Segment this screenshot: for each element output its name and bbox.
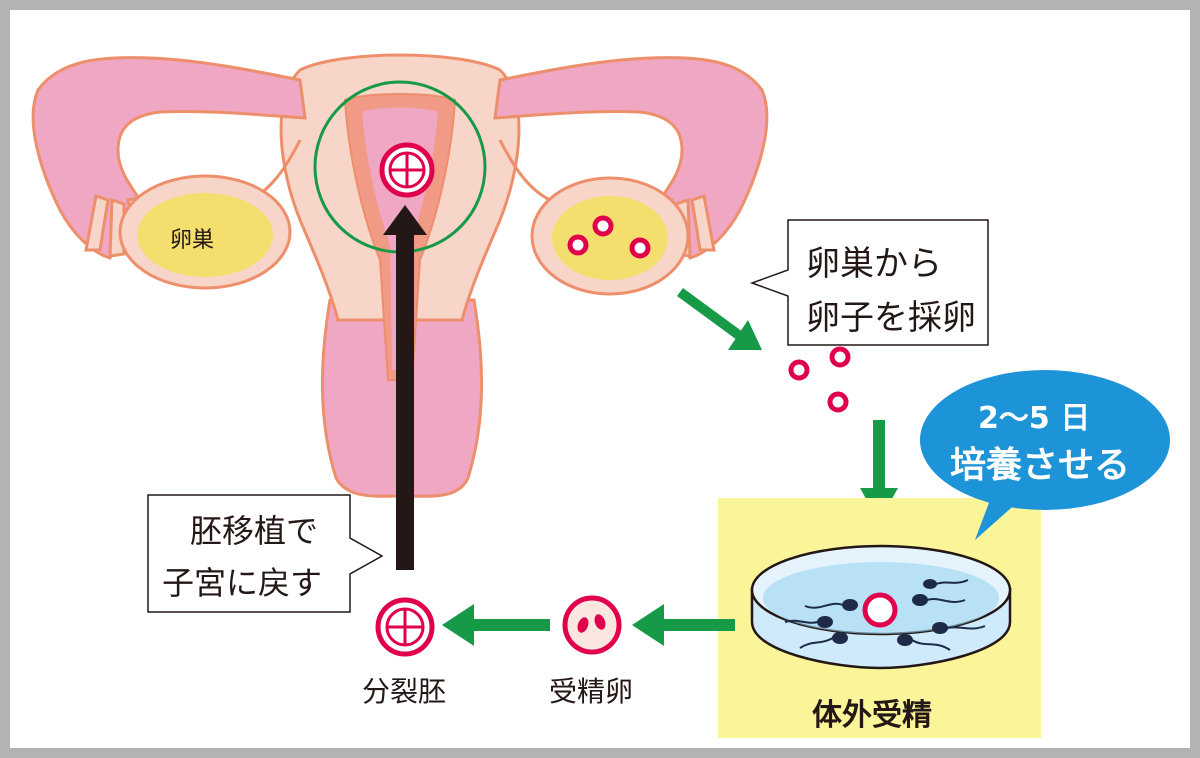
culture-bubble: [920, 370, 1170, 540]
egg-ring-icon: [567, 234, 589, 256]
transfer-label-line2: 子宮に戻す: [162, 564, 323, 602]
fertilized-egg-icon: [562, 595, 622, 655]
egg-ring-icon: [829, 346, 851, 368]
egg-ring-icon: [629, 237, 651, 259]
retrieved-eggs: [788, 346, 851, 413]
implanted-embryo-icon: [379, 142, 435, 198]
retrieval-callout-box: [749, 219, 989, 346]
ligament-right: [498, 139, 551, 202]
ovary-left-inner: [137, 193, 273, 277]
egg-ring-icon: [592, 215, 614, 237]
arrow-to-embryo: [442, 604, 550, 646]
sperm-icon: [784, 579, 986, 651]
transfer-callout-box: [147, 494, 384, 613]
ovary-right-inner: [552, 196, 668, 280]
ivf-label: 体外受精: [812, 698, 932, 733]
uterus-illustration: [31, 53, 769, 498]
cleavage-embryo-icon: [375, 597, 435, 657]
ovary-label: 卵巣: [170, 228, 215, 253]
ovary-eggs: [567, 215, 651, 259]
culture-label-line1: 2～5 日: [978, 401, 1091, 436]
egg-ring-icon: [862, 592, 898, 628]
culture-label-line2: 培養させる: [950, 445, 1131, 486]
arrow-retrieval: [677, 287, 762, 350]
retrieval-label-line2: 卵子を採卵: [806, 298, 976, 338]
egg-ring-icon: [788, 359, 810, 381]
transfer-arrow: [383, 205, 427, 570]
egg-ring-icon: [827, 391, 849, 413]
fertilized-egg-label: 受精卵: [549, 675, 634, 708]
embryo-label: 分裂胚: [362, 675, 447, 708]
retrieval-label-line1: 卵巣から: [806, 244, 942, 284]
petri-dish-icon: [750, 544, 1012, 670]
arrow-to-fertilized: [632, 604, 735, 646]
transfer-label-line1: 胚移植で: [190, 512, 319, 550]
